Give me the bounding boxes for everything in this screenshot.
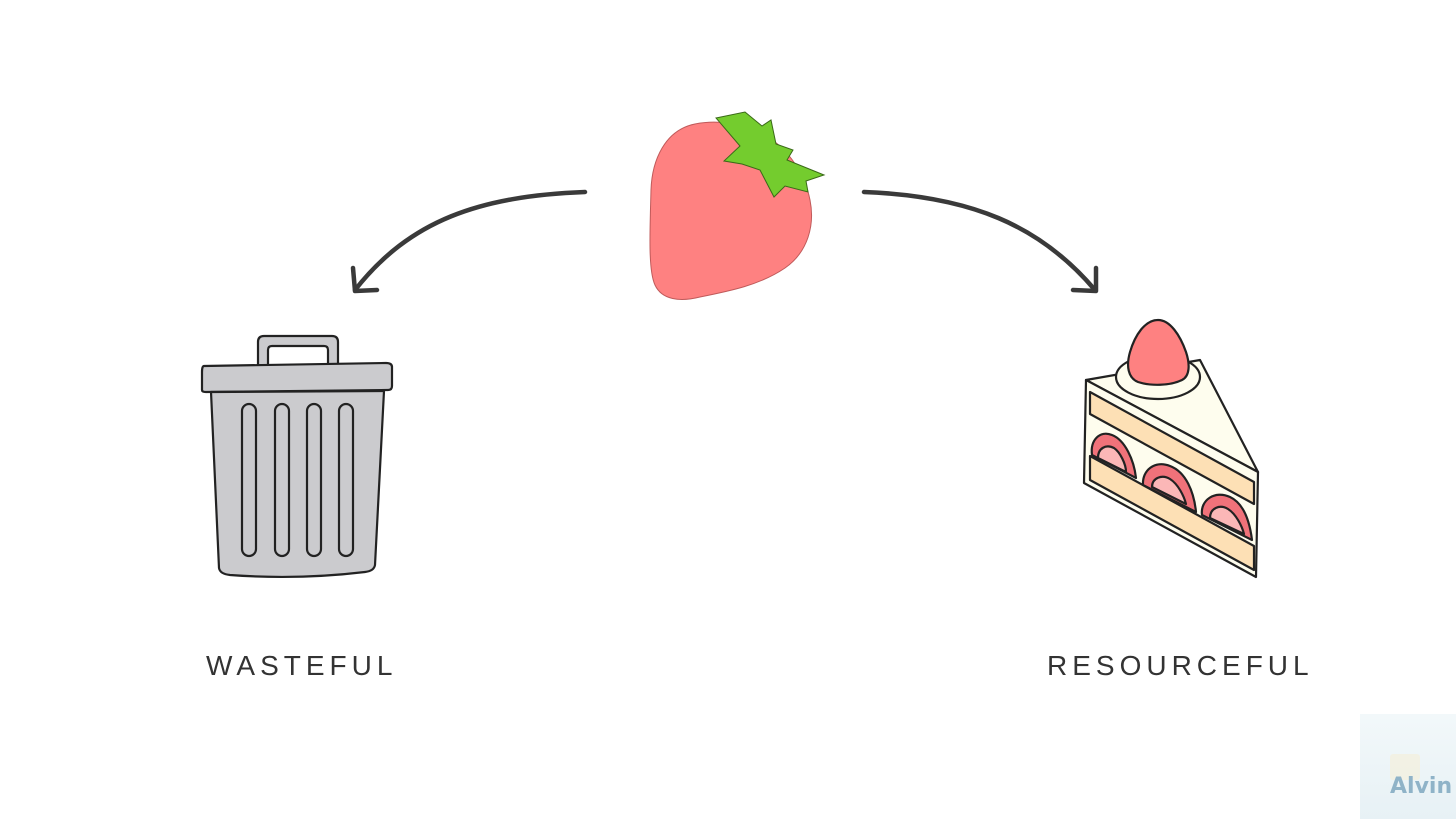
strawberry-icon (649, 111, 826, 300)
watermark-card (1390, 754, 1420, 780)
resourceful-label: RESOURCEFUL (1047, 650, 1314, 681)
curved-arrow-left-icon (350, 189, 588, 294)
wasteful-label: WASTEFUL (206, 650, 398, 681)
watermark: Alvin (1360, 714, 1456, 819)
curved-arrow-right-icon (861, 189, 1099, 294)
watermark-text: Alvin (1390, 774, 1453, 799)
strawberry-cake-slice-icon (1082, 318, 1260, 579)
trash-can-icon (200, 334, 394, 579)
